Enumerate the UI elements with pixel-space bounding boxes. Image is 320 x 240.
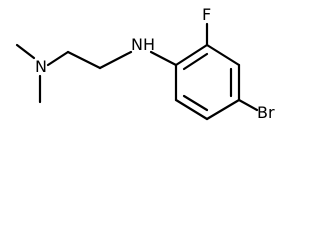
ring-bond-5 [174, 98, 209, 121]
atom-label-fluorine: F [202, 5, 211, 24]
bond-ch2-nh [98, 50, 133, 70]
ring-bond-4 [205, 98, 241, 121]
bond-nh-ring [149, 50, 178, 67]
molecule-structure: N NH F Br [15, 5, 275, 122]
bond-methyl-top [15, 43, 36, 60]
ring-bond-2 [205, 43, 241, 67]
ring-double-bond-3 [182, 94, 209, 112]
bond-ch2-ch2 [66, 50, 102, 70]
atom-label-n-dimethyl: N [35, 57, 47, 76]
atom-label-nh: NH [131, 35, 155, 54]
bond-ring-bromine [237, 98, 259, 112]
bond-n-ch2 [46, 50, 70, 67]
atom-label-bromine: Br [257, 103, 275, 122]
ring-double-bond-1 [182, 52, 209, 71]
ring-bond-1 [174, 43, 209, 67]
structure-canvas: N NH F Br [15, 5, 275, 122]
